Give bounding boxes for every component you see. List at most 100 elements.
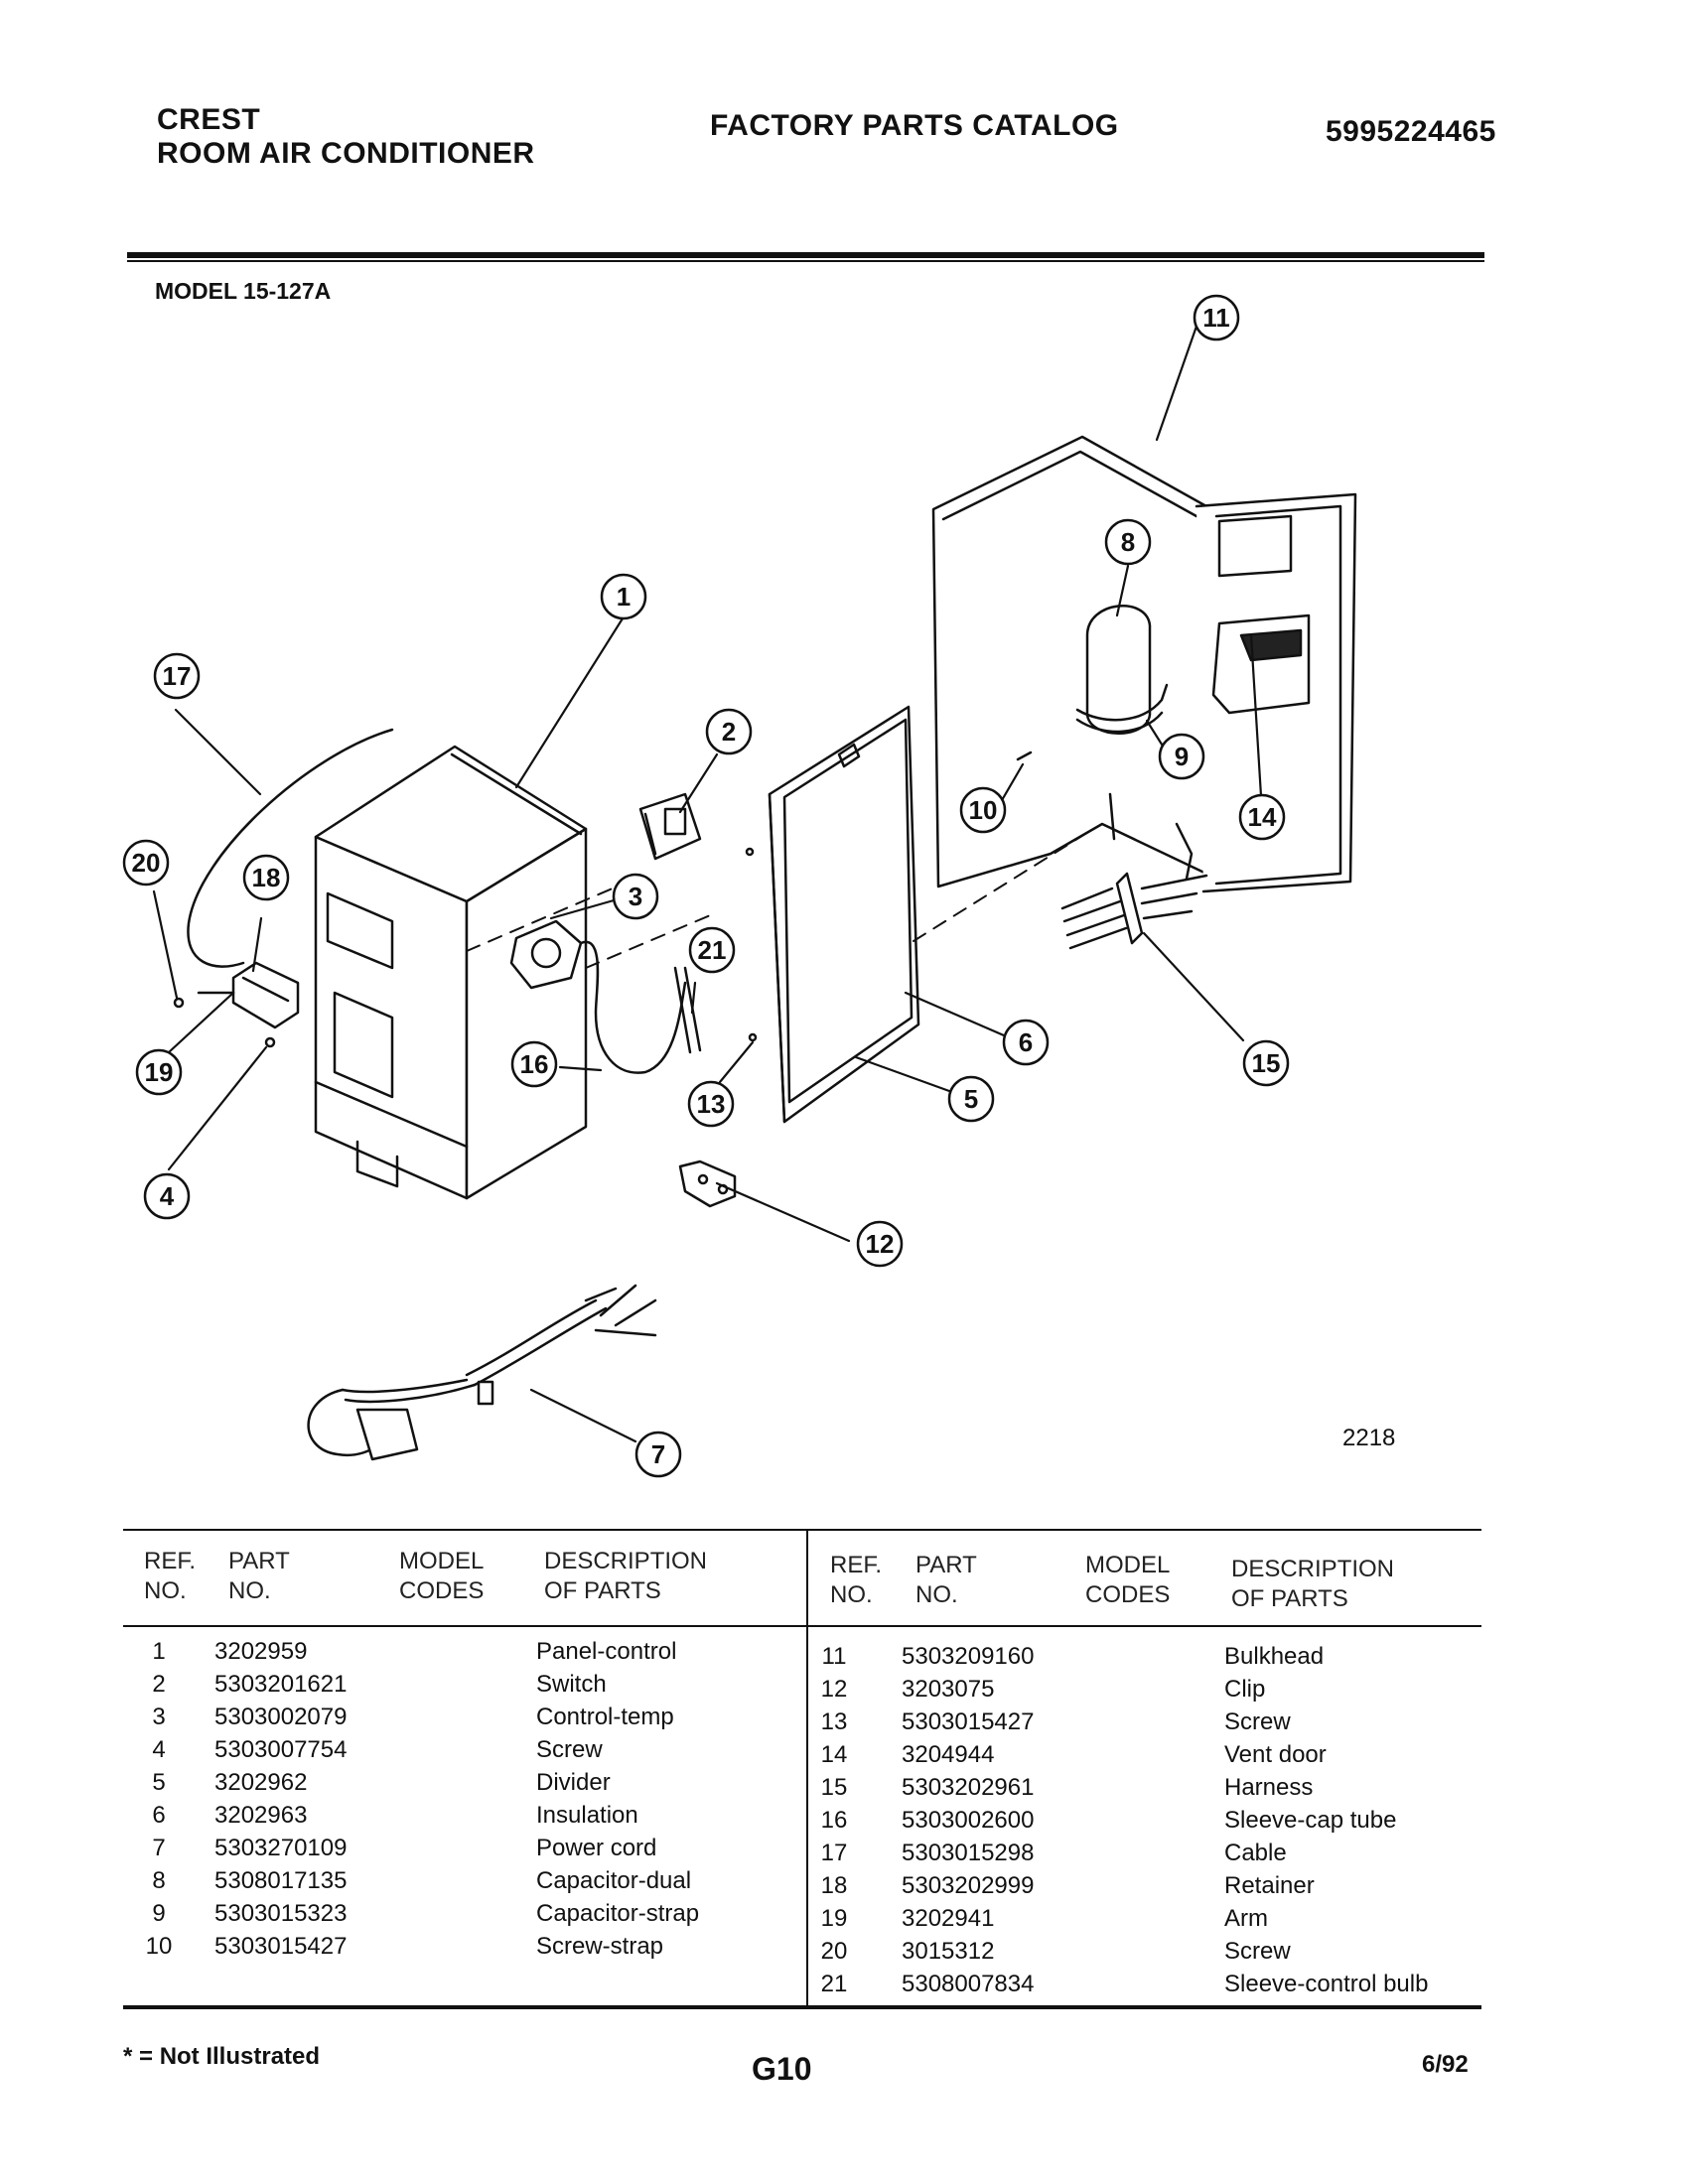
callout-circle-20 xyxy=(122,839,170,887)
table-cell-part: 5303015427 xyxy=(214,1933,348,1960)
figure-number: 2218 xyxy=(1342,1425,1396,1451)
callout-label-6: 6 xyxy=(1019,1027,1033,1057)
callout-circle-4 xyxy=(143,1172,191,1220)
table-cell-desc: Arm xyxy=(1224,1905,1268,1932)
table-cell-part: 5308017135 xyxy=(214,1867,348,1894)
table-cell-desc: Sleeve-cap tube xyxy=(1224,1807,1397,1834)
screw-small-drawing xyxy=(745,847,755,857)
switch-drawing xyxy=(638,792,702,861)
table-cell-ref: 20 xyxy=(820,1938,848,1965)
divider-insulation-drawing xyxy=(768,705,920,1124)
table-cell-ref: 7 xyxy=(152,1835,166,1861)
table-cell-desc: Power cord xyxy=(536,1835,657,1861)
table-cell-ref: 12 xyxy=(820,1676,848,1703)
table-cell-ref: 9 xyxy=(152,1900,166,1927)
callout-label-18: 18 xyxy=(252,863,281,892)
table-cell-desc: Capacitor-dual xyxy=(536,1867,692,1894)
callout-circle-13 xyxy=(687,1080,735,1128)
table-cell-part: 3202962 xyxy=(214,1769,308,1796)
callout-circle-6 xyxy=(1002,1019,1050,1066)
callout-circle-1 xyxy=(600,573,647,620)
table-cell-part: 5303002079 xyxy=(214,1704,348,1730)
capacitor-drawing xyxy=(1075,605,1169,735)
table-cell-desc: Screw xyxy=(536,1736,603,1763)
table-header-rule xyxy=(123,1625,1481,1627)
catalog-number: 5995224465 xyxy=(1326,115,1496,148)
table-cell-desc: Bulkhead xyxy=(1224,1643,1325,1670)
product-name: ROOM AIR CONDITIONER xyxy=(157,137,535,170)
table-cell-part: 3204944 xyxy=(902,1741,995,1768)
callout-label-20: 20 xyxy=(132,848,161,878)
table-cell-part: 3202959 xyxy=(214,1638,308,1665)
table-cell-part: 5303007754 xyxy=(214,1736,348,1763)
table-cell-ref: 15 xyxy=(820,1774,848,1801)
callout-circle-8 xyxy=(1104,518,1152,566)
callout-circle-5 xyxy=(947,1075,995,1123)
revision-date: 6/92 xyxy=(1422,2051,1469,2078)
table-cell-desc: Divider xyxy=(536,1769,611,1796)
table-cell-part: 3202963 xyxy=(214,1802,308,1829)
table-cell-ref: 1 xyxy=(152,1638,166,1665)
callout-label-15: 15 xyxy=(1252,1048,1281,1078)
table-cell-ref: 2 xyxy=(152,1671,166,1698)
table-cell-part: 3203075 xyxy=(902,1676,995,1703)
callout-label-11: 11 xyxy=(1202,303,1230,333)
table-bottom-rule xyxy=(123,2005,1481,2009)
catalog-title: FACTORY PARTS CATALOG xyxy=(710,109,1119,142)
table-cell-desc: Panel-control xyxy=(536,1638,677,1665)
header-rule-thin xyxy=(127,260,1484,262)
table-cell-desc: Screw xyxy=(1224,1938,1291,1965)
callout-circle-7 xyxy=(634,1431,682,1478)
callout-label-19: 19 xyxy=(145,1057,174,1087)
callout-label-10: 10 xyxy=(969,795,998,825)
table-cell-desc: Retainer xyxy=(1224,1872,1315,1899)
callout-label-12: 12 xyxy=(866,1229,895,1259)
callout-circle-2 xyxy=(705,708,753,755)
table-cell-ref: 10 xyxy=(145,1933,173,1960)
table-cell-ref: 14 xyxy=(820,1741,848,1768)
power-cord-drawing xyxy=(307,1284,657,1461)
callout-label-8: 8 xyxy=(1121,527,1135,557)
callout-circle-3 xyxy=(612,873,659,920)
table-cell-part: 5303270109 xyxy=(214,1835,348,1861)
callout-label-5: 5 xyxy=(964,1084,978,1114)
callout-circle-10 xyxy=(959,786,1007,834)
table-cell-desc: Clip xyxy=(1224,1676,1266,1703)
table-cell-part: 5303202999 xyxy=(902,1872,1035,1899)
table-cell-part: 5303202961 xyxy=(902,1774,1035,1801)
callout-circle-16 xyxy=(510,1040,558,1088)
table-cell-desc: Screw xyxy=(1224,1708,1291,1735)
table-cell-part: 5308007834 xyxy=(902,1971,1035,1997)
callout-circle-12 xyxy=(856,1220,904,1268)
screw-20-drawing xyxy=(173,997,185,1009)
callout-label-1: 1 xyxy=(617,582,631,612)
table-cell-desc: Control-temp xyxy=(536,1704,674,1730)
table-cell-ref: 4 xyxy=(152,1736,166,1763)
table-cell-desc: Cable xyxy=(1224,1840,1287,1866)
header-ref-right: REF.NO. xyxy=(830,1552,883,1608)
table-cell-ref: 16 xyxy=(820,1807,848,1834)
callout-circle-18 xyxy=(242,854,290,901)
table-cell-desc: Insulation xyxy=(536,1802,638,1829)
table-cell-ref: 21 xyxy=(820,1971,848,1997)
table-cell-desc: Screw-strap xyxy=(536,1933,664,1960)
callout-circle-21 xyxy=(688,926,736,974)
table-cell-part: 5303015298 xyxy=(902,1840,1035,1866)
model-label: MODEL 15-127A xyxy=(155,278,332,304)
callout-label-2: 2 xyxy=(722,717,736,747)
table-cell-desc: Capacitor-strap xyxy=(536,1900,700,1927)
table-cell-ref: 19 xyxy=(820,1905,848,1932)
table-cell-part: 5303015323 xyxy=(214,1900,348,1927)
table-cell-ref: 5 xyxy=(152,1769,166,1796)
callout-label-7: 7 xyxy=(651,1439,665,1469)
leader-lines xyxy=(152,316,1264,1443)
table-cell-part: 5303002600 xyxy=(902,1807,1035,1834)
callout-circle-15 xyxy=(1242,1039,1290,1087)
table-cell-desc: Harness xyxy=(1224,1774,1314,1801)
table-cell-desc: Sleeve-control bulb xyxy=(1224,1971,1429,1997)
